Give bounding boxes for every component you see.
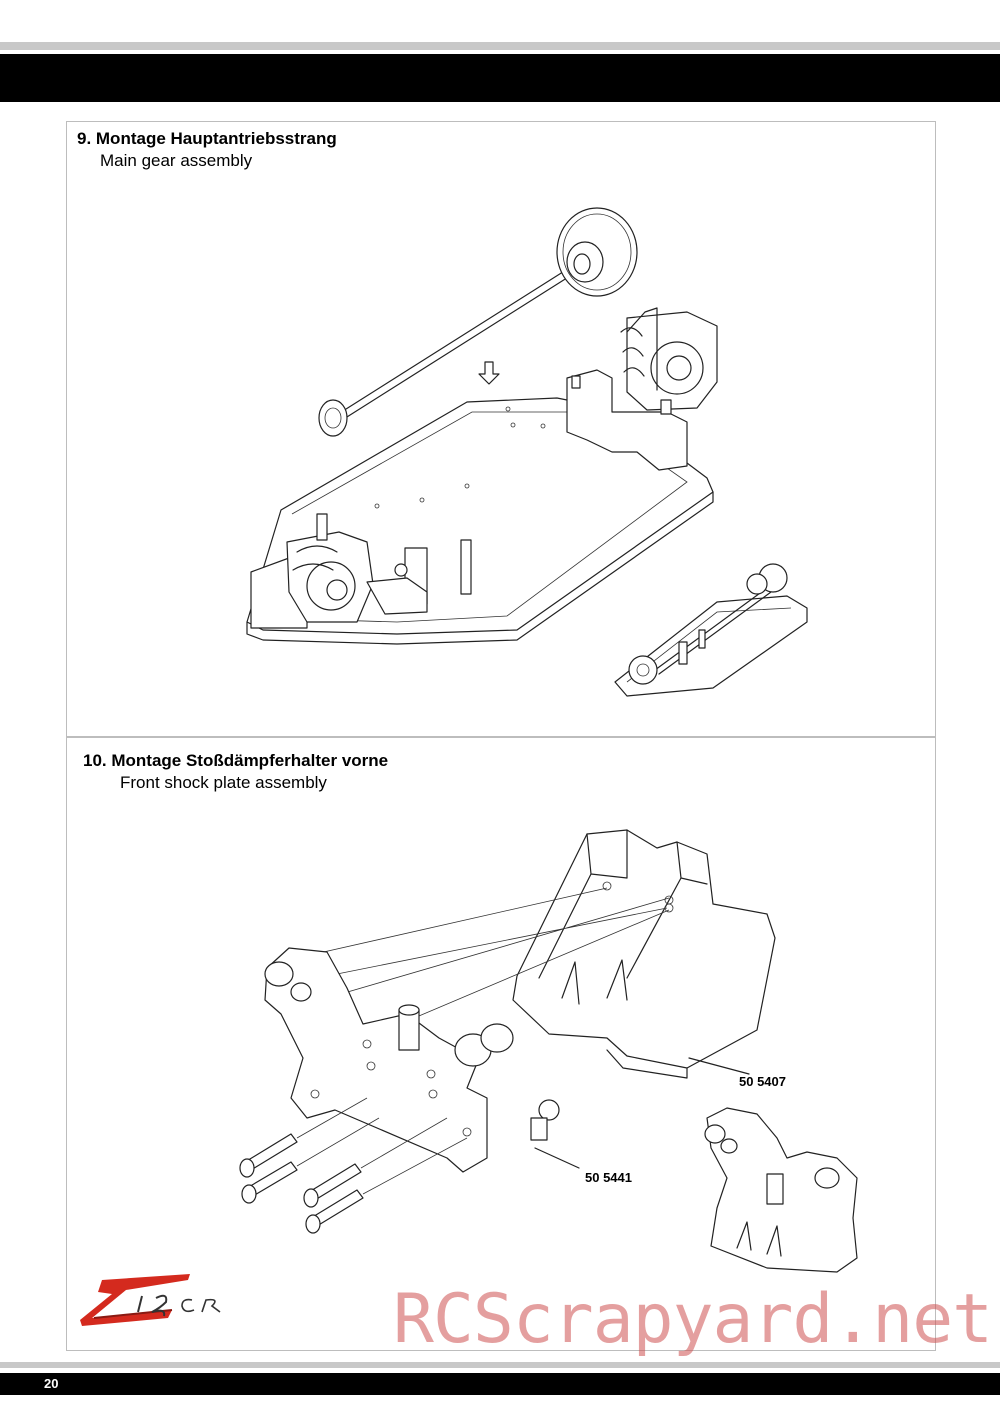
main-gear-assembly-drawing: [246, 207, 808, 697]
part-number-50-5441: 50 5441: [585, 1170, 632, 1185]
screw-4: [305, 1189, 364, 1234]
step-9-title: 9. Montage Hauptantriebsstrang: [77, 129, 337, 148]
screw-2: [241, 1161, 298, 1204]
step-10-title: 10. Montage Stoßdämpferhalter vorne: [83, 751, 389, 770]
footer-bar: [0, 1373, 1000, 1395]
screw-1: [239, 1133, 298, 1178]
footer-stripe: [0, 1362, 1000, 1368]
step-10-panel: 10. Montage Stoßdämpferhalter vorne Fron…: [66, 737, 936, 1351]
z18cr-logo: [80, 1274, 221, 1326]
part-number-50-5407: 50 5407: [739, 1074, 786, 1089]
step-10-subtitle: Front shock plate assembly: [120, 773, 327, 792]
screw-3: [303, 1163, 362, 1208]
header-bar: [0, 54, 1000, 102]
header-stripe: [0, 42, 1000, 50]
page-number: 20: [44, 1376, 59, 1391]
front-shock-plate-drawing: [239, 829, 858, 1273]
step-9-panel: 9. Montage Hauptantriebsstrang Main gear…: [66, 121, 936, 737]
watermark: RCScrapyard.net: [393, 1280, 993, 1359]
step-9-subtitle: Main gear assembly: [100, 151, 253, 170]
